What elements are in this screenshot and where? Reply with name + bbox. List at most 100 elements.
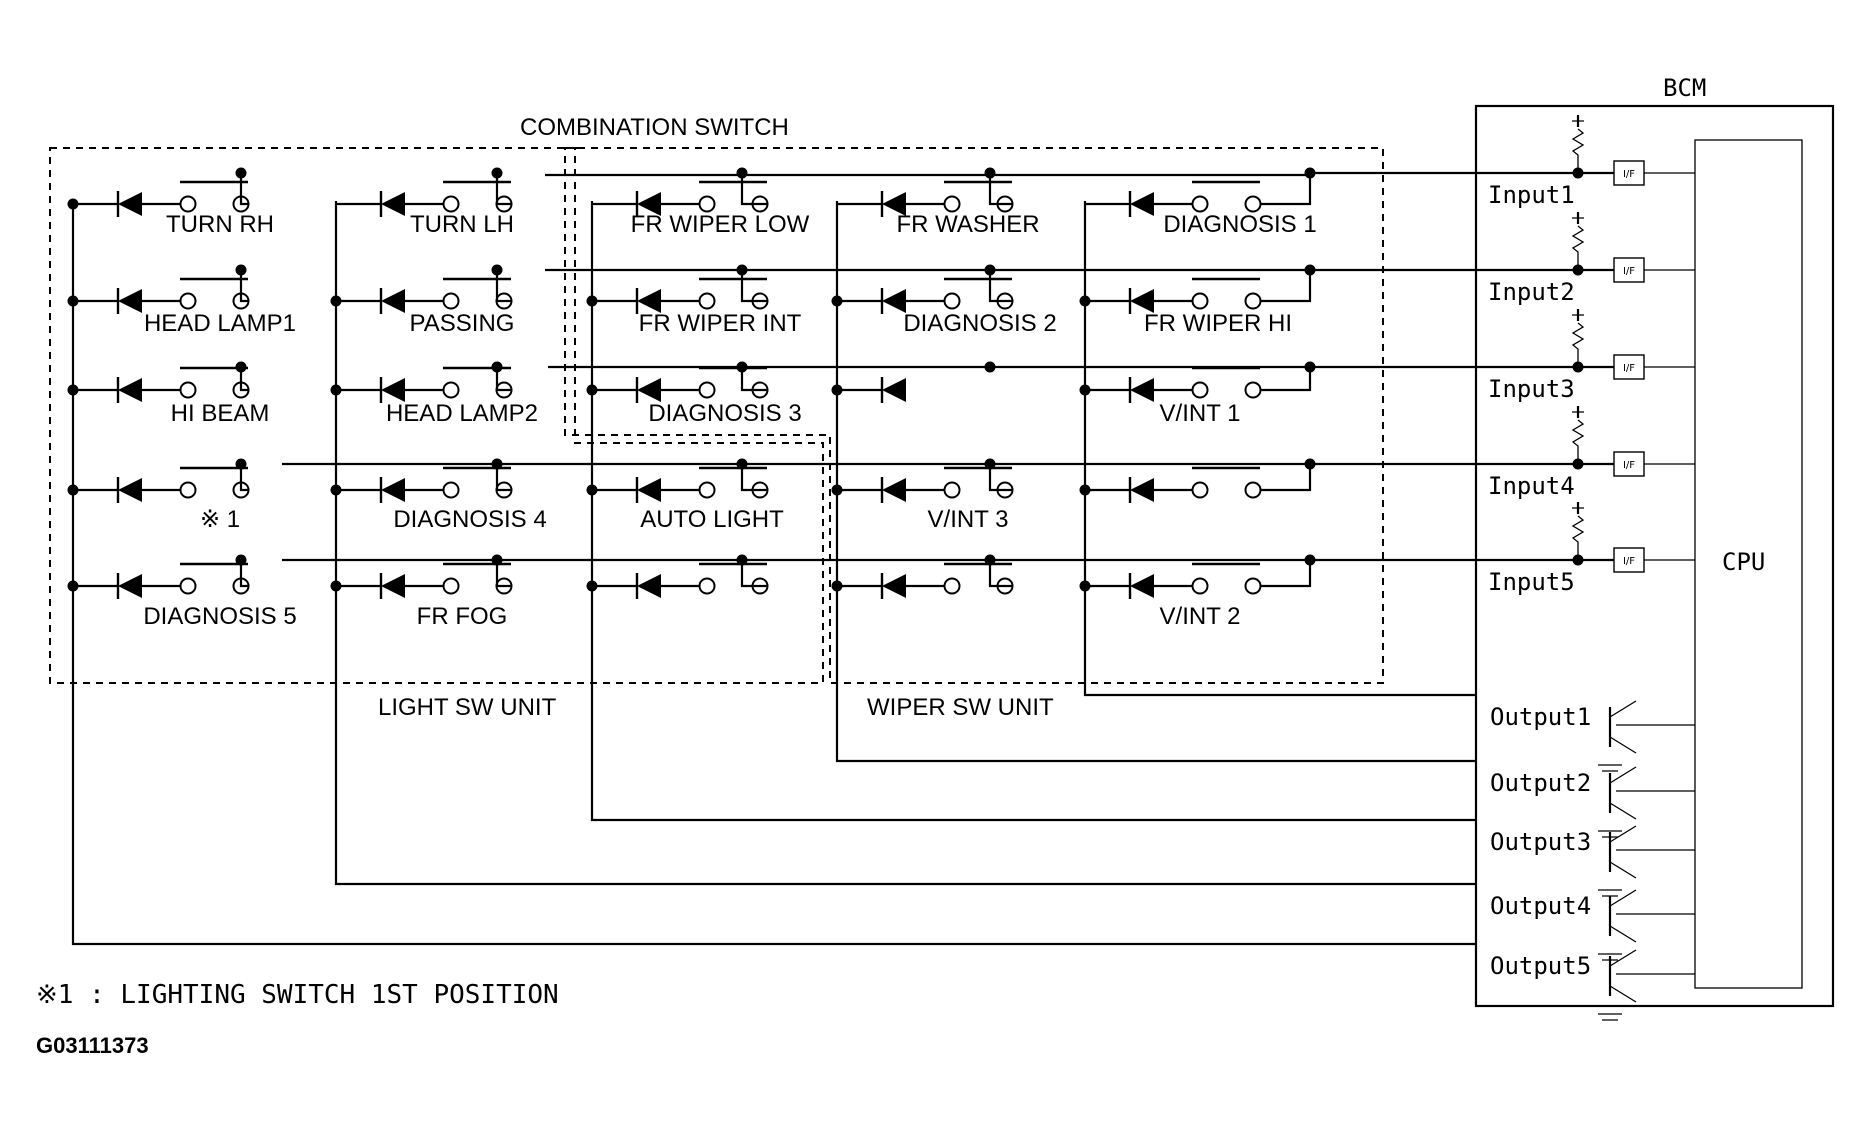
contact-icon — [1244, 195, 1262, 213]
switch-cell — [67, 167, 250, 217]
junction-dot — [1304, 167, 1316, 179]
junction-dot — [235, 554, 247, 566]
contact-icon — [1191, 292, 1209, 310]
interface-label: I/F — [1623, 556, 1635, 567]
diode-icon — [882, 289, 906, 313]
contact-icon — [698, 195, 716, 213]
figure-id: G03111373 — [36, 1033, 149, 1058]
junction-dot — [67, 198, 79, 210]
switch-cell — [67, 458, 250, 503]
resistor-icon — [1571, 322, 1585, 367]
junction-dot — [330, 295, 342, 307]
junction-dot — [984, 264, 996, 276]
output-channel — [1598, 889, 1695, 961]
switch-label: DIAGNOSIS 5 — [143, 603, 296, 630]
switch-label: HEAD LAMP1 — [144, 310, 296, 337]
contact-icon — [442, 195, 460, 213]
junction-dot — [330, 484, 342, 496]
diode-icon — [381, 289, 405, 313]
junction-dot — [984, 458, 996, 470]
diode-icon — [882, 192, 906, 216]
diode-icon — [118, 378, 142, 402]
return-wire — [239, 173, 249, 206]
switch-label: FR WIPER INT — [639, 310, 802, 337]
contact-icon — [1244, 292, 1262, 310]
switch-label: ※ 1 — [200, 506, 240, 533]
switch-label: V/INT 3 — [928, 506, 1009, 533]
switch-label: DIAGNOSIS 4 — [393, 506, 546, 533]
contact-icon — [943, 577, 961, 595]
junction-dot — [1079, 295, 1091, 307]
input-channel: I/F — [1571, 212, 1695, 283]
junction-dot — [67, 580, 79, 592]
switch-cell — [592, 167, 769, 217]
junction-dot — [586, 484, 598, 496]
junction-dot — [984, 361, 996, 373]
diode-icon — [118, 478, 142, 502]
junction-dot — [736, 458, 748, 470]
junction-dot — [235, 167, 247, 179]
diode-icon — [1130, 478, 1154, 502]
input-channel: I/F — [1571, 309, 1695, 380]
junction-dot — [984, 554, 996, 566]
resistor-icon — [1571, 128, 1585, 173]
return-wire — [740, 464, 768, 492]
ground-icon — [1598, 764, 1622, 772]
transistor-collector-icon — [1609, 889, 1637, 907]
switch-cell — [586, 264, 769, 314]
switch-cell — [586, 361, 769, 403]
junction-dot — [491, 264, 503, 276]
switch-cell — [67, 264, 250, 314]
return-wire — [239, 560, 249, 588]
return-wire — [495, 560, 512, 588]
contact-icon — [943, 195, 961, 213]
interface-label: I/F — [1623, 169, 1635, 180]
junction-dot — [984, 167, 996, 179]
return-wire — [495, 173, 512, 206]
plus-icon — [1572, 212, 1584, 224]
junction-dot — [736, 167, 748, 179]
contact-icon — [1191, 577, 1209, 595]
resistor-icon — [1571, 515, 1585, 560]
junction-dot — [235, 264, 247, 276]
diode-icon — [637, 289, 661, 313]
diode-icon — [1130, 378, 1154, 402]
switch-cell — [330, 554, 513, 599]
switch-label: TURN LH — [410, 211, 514, 238]
contact-icon — [179, 195, 197, 213]
switch-label: FR WASHER — [896, 211, 1039, 238]
contact-icon — [1191, 481, 1209, 499]
contact-icon — [698, 381, 716, 399]
output-label: Output3 — [1490, 828, 1591, 856]
contact-icon — [442, 481, 460, 499]
junction-dot — [491, 458, 503, 470]
diode-icon — [882, 478, 906, 502]
diode-icon — [381, 478, 405, 502]
junction-dot — [1304, 554, 1316, 566]
transistor-emitter-icon — [1609, 985, 1637, 1003]
transistor-emitter-icon — [1609, 802, 1637, 820]
input-label: Input1 — [1488, 181, 1575, 209]
return-wire — [740, 173, 768, 206]
switch-cell — [67, 554, 250, 599]
junction-dot — [67, 295, 79, 307]
contact-icon — [698, 577, 716, 595]
footnote: ※1 : LIGHTING SWITCH 1ST POSITION — [36, 980, 559, 1010]
output-channel — [1598, 700, 1695, 772]
input-label: Input3 — [1488, 375, 1575, 403]
transistor-collector-icon — [1609, 766, 1637, 784]
junction-dot — [491, 554, 503, 566]
switch-cells — [67, 167, 1316, 599]
switch-label: FR WIPER HI — [1144, 310, 1292, 337]
switch-label: DIAGNOSIS 2 — [903, 310, 1056, 337]
input-channel: I/F — [1571, 502, 1695, 573]
junction-dot — [1079, 580, 1091, 592]
junction-dot — [1079, 384, 1091, 396]
switch-cell — [330, 264, 513, 314]
diode-icon — [381, 574, 405, 598]
junction-dot — [491, 167, 503, 179]
interface-box — [1613, 547, 1645, 573]
light-unit-label: LIGHT SW UNIT — [378, 694, 557, 721]
